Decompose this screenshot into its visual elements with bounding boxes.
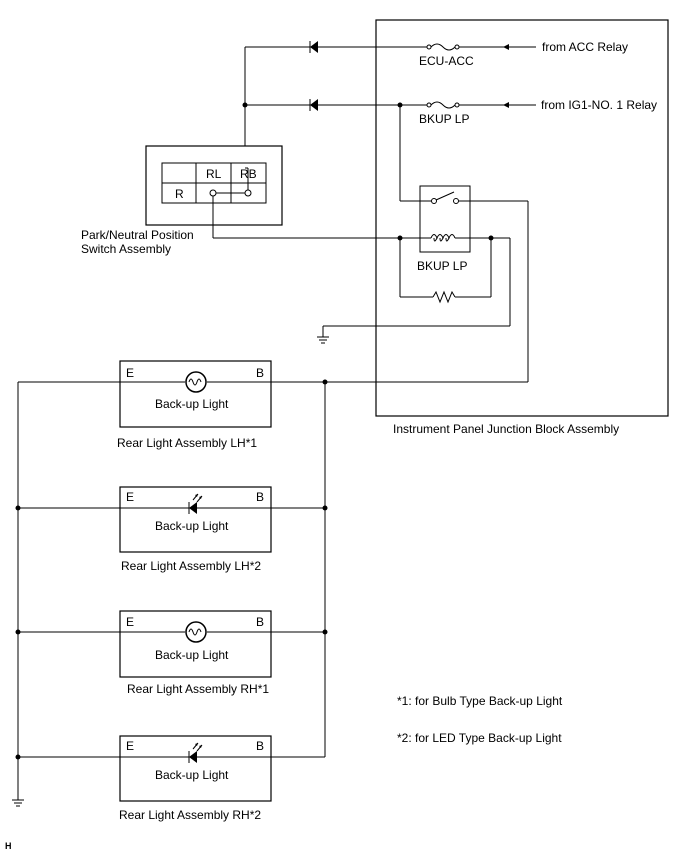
light-terminal-b: B [256,615,264,629]
light-terminal-e: E [126,366,134,380]
light-terminal-b: B [256,739,264,753]
relay-outline [419,185,471,253]
led-icon [188,493,203,514]
switch-label-line1: Park/Neutral Position [81,228,194,242]
note-2: *2: for LED Type Back-up Light [397,731,562,745]
diode-ig1 [309,99,318,111]
diode-acc [309,41,318,53]
light-assembly-lh1: E B Back-up Light Rear Light Assembly LH… [18,360,325,450]
light-assembly-rh2: E B Back-up Light Rear Light Assembly RH… [18,735,325,822]
fuse-bkup-lp-label: BKUP LP [419,112,469,126]
light-terminal-e: E [126,490,134,504]
light-inner-label: Back-up Light [155,768,229,782]
ground-symbol-relay [317,336,329,344]
light-terminal-e: E [126,739,134,753]
light-terminal-b: B [256,366,264,380]
led-icon [188,742,203,763]
light-inner-label: Back-up Light [155,397,229,411]
relay-switch [431,191,459,204]
light-caption: Rear Light Assembly RH*2 [119,808,261,822]
resistor [432,290,456,304]
light-caption: Rear Light Assembly RH*1 [127,682,269,696]
arrow-ig1 [503,102,509,108]
switch-row-r: R [175,187,184,201]
light-assembly-rh1: E B Back-up Light Rear Light Assembly RH… [18,610,325,696]
junction-block-label: Instrument Panel Junction Block Assembly [393,422,619,436]
source-ig1-relay: from IG1-NO. 1 Relay [541,98,657,112]
relay-label: BKUP LP [417,259,467,273]
light-inner-label: Back-up Light [155,648,229,662]
note-1: *1: for Bulb Type Back-up Light [397,694,563,708]
fuse-ecu-acc-label: ECU-ACC [419,54,474,68]
switch-contact [209,189,252,197]
fuse-bkup-lp [426,101,460,109]
light-terminal-b: B [256,490,264,504]
switch-col-rl: RL [206,167,222,181]
bulb-icon [185,371,207,393]
light-terminal-e: E [126,615,134,629]
light-caption: Rear Light Assembly LH*1 [117,436,257,450]
relay-coil [430,234,456,242]
ground-symbol-lights [12,799,24,807]
switch-label-line2: Switch Assembly [81,242,171,256]
light-caption: Rear Light Assembly LH*2 [121,559,261,573]
corner-mark: H [5,841,12,851]
bulb-icon [185,621,207,643]
light-assembly-lh2: E B Back-up Light Rear Light Assembly LH… [18,486,325,573]
light-inner-label: Back-up Light [155,519,229,533]
source-acc-relay: from ACC Relay [542,40,628,54]
